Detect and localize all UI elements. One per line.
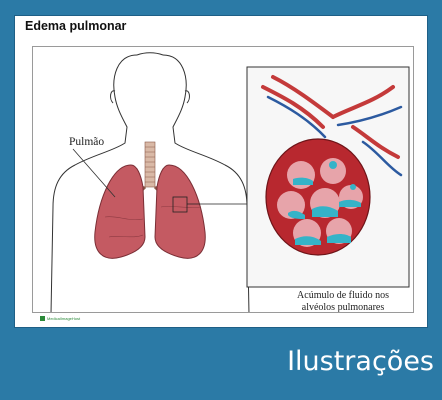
logo-square-icon <box>40 316 45 322</box>
body-lung-drawing <box>50 52 410 312</box>
lung-label: Pulmão <box>69 136 105 148</box>
right-lung <box>154 164 206 259</box>
zoom-box <box>172 196 188 213</box>
category-banner <box>0 328 442 400</box>
category-label[interactable]: Ilustrações <box>287 346 434 377</box>
alveoli-illustration <box>261 75 403 256</box>
brand-logo: MedicalImageHost <box>40 316 80 322</box>
alveoli-caption: Acúmulo de fluido nos alvéolos pulmonare… <box>273 290 413 313</box>
medical-illustration: Pulmão Acúmulo de fluido nos alvéolos pu… <box>32 46 414 313</box>
caption-line-2: alvéolos pulmonares <box>301 302 385 313</box>
left-lung <box>94 164 146 259</box>
illustration-frame: Edema pulmonar <box>14 15 428 328</box>
illustration-title: Edema pulmonar <box>25 19 127 33</box>
caption-line-1: Acúmulo de fluido nos <box>297 290 389 301</box>
